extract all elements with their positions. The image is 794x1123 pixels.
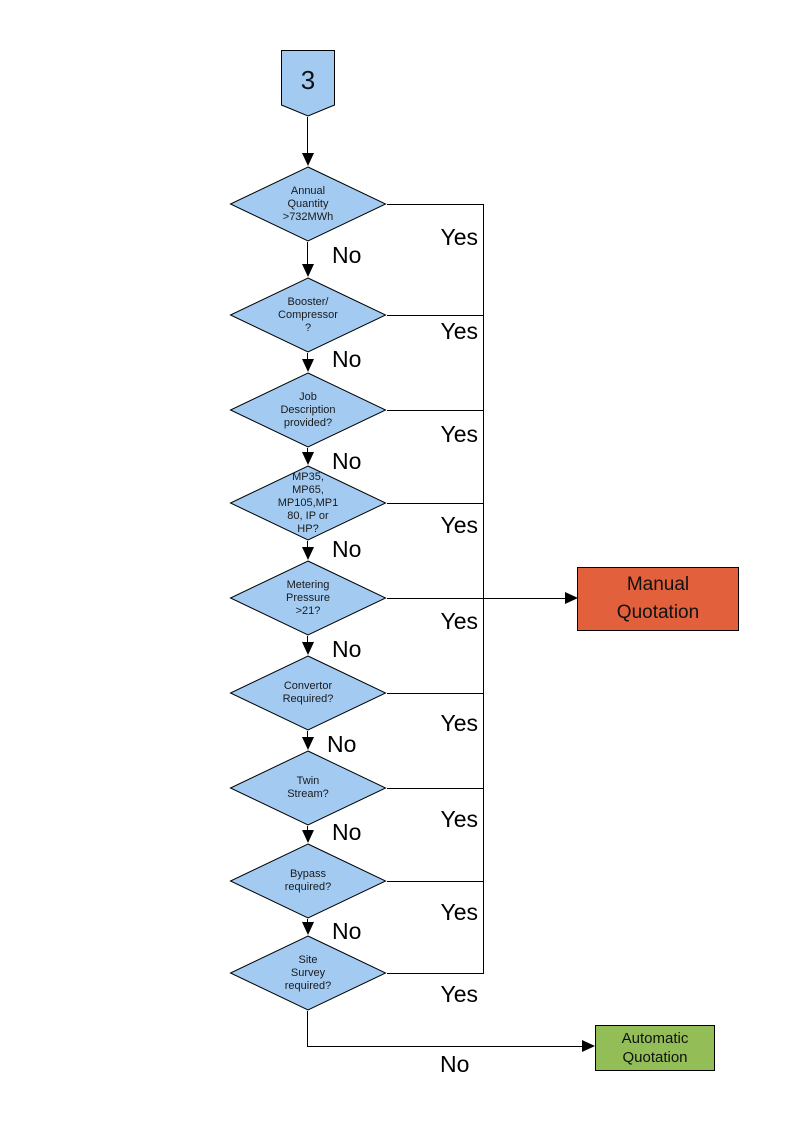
decision-booster-compressor: Booster/ Compressor ? — [229, 277, 387, 353]
yes-branch-line — [387, 788, 483, 789]
edge-label-yes: Yes — [440, 421, 478, 447]
decision-label: Annual Quantity >732MWh — [282, 184, 334, 223]
edge-label-no-final: No — [440, 1051, 470, 1077]
decision-twin-stream: Twin Stream? — [229, 750, 387, 826]
yes-branch-line — [387, 315, 483, 316]
edge-label-yes: Yes — [440, 512, 478, 538]
decision-site-survey: Site Survey required? — [229, 935, 387, 1011]
edge-label-no: No — [332, 448, 362, 474]
flow-line — [307, 731, 308, 738]
edge-label-yes: Yes — [440, 806, 478, 832]
decision-label: Site Survey required? — [284, 953, 332, 992]
decision-label: Metering Pressure >21? — [285, 578, 331, 617]
arrowhead-down — [302, 922, 314, 935]
connector-label: 3 — [300, 64, 316, 95]
edge-label-yes: Yes — [440, 710, 478, 736]
flow-line — [307, 242, 308, 265]
flow-line — [307, 353, 308, 360]
decision-label: Bypass required? — [284, 868, 332, 893]
decision-label: Convertor Required? — [282, 680, 334, 705]
decision-job-description: Job Description provided? — [229, 372, 387, 448]
arrowhead-down — [302, 642, 314, 655]
arrowhead-down — [302, 452, 314, 465]
edge-label-no: No — [332, 346, 362, 372]
decision-meter-type: MP35, MP65, MP105,MP1 80, IP or HP? — [229, 465, 387, 541]
edge-label-yes: Yes — [440, 899, 478, 925]
edge-label-no: No — [332, 636, 362, 662]
flow-line — [307, 826, 308, 831]
yes-branch-line — [387, 881, 483, 882]
arrowhead-down — [302, 737, 314, 750]
decision-convertor-required: Convertor Required? — [229, 655, 387, 731]
pentagon-shape — [281, 50, 335, 117]
edge-label-no: No — [332, 242, 362, 268]
arrowhead-down — [302, 547, 314, 560]
yes-branch-line — [387, 410, 483, 411]
terminal-manual-quotation: Manual Quotation — [577, 567, 739, 631]
decision-label: MP35, MP65, MP105,MP1 80, IP or HP? — [277, 470, 339, 535]
edge-label-no: No — [327, 731, 357, 757]
flow-line — [307, 448, 308, 453]
decision-bypass-required: Bypass required? — [229, 843, 387, 919]
edge-label-no: No — [332, 536, 362, 562]
yes-trunk-line — [483, 204, 484, 974]
yes-branch-line — [387, 204, 483, 205]
flow-line — [307, 636, 308, 643]
no-branch-line-to-automatic — [307, 1046, 582, 1047]
terminal-automatic-quotation: Automatic Quotation — [595, 1025, 715, 1071]
arrowhead-down — [302, 830, 314, 843]
flow-line — [307, 541, 308, 548]
flow-line — [307, 919, 308, 923]
decision-label: Booster/ Compressor ? — [278, 295, 338, 334]
off-page-connector: 3 — [281, 50, 335, 117]
decision-label: Twin Stream? — [287, 775, 329, 800]
arrowhead-down — [302, 359, 314, 372]
edge-label-no: No — [332, 918, 362, 944]
arrowhead-right — [582, 1040, 595, 1052]
edge-label-yes: Yes — [440, 224, 478, 250]
yes-branch-line-to-manual — [387, 598, 566, 599]
edge-label-yes: Yes — [440, 608, 478, 634]
decision-label: Job Description provided? — [280, 390, 336, 429]
arrowhead-down — [302, 264, 314, 277]
yes-branch-line — [387, 693, 483, 694]
flow-line — [307, 117, 308, 154]
edge-label-no: No — [332, 819, 362, 845]
arrowhead-right — [565, 592, 578, 604]
decision-metering-pressure: Metering Pressure >21? — [229, 560, 387, 636]
decision-annual-quantity: Annual Quantity >732MWh — [229, 166, 387, 242]
edge-label-yes: Yes — [440, 981, 478, 1007]
edge-label-yes: Yes — [440, 318, 478, 344]
yes-branch-line — [387, 503, 483, 504]
flow-line — [307, 1011, 308, 1046]
yes-branch-line — [387, 973, 483, 974]
arrowhead-down — [302, 153, 314, 166]
